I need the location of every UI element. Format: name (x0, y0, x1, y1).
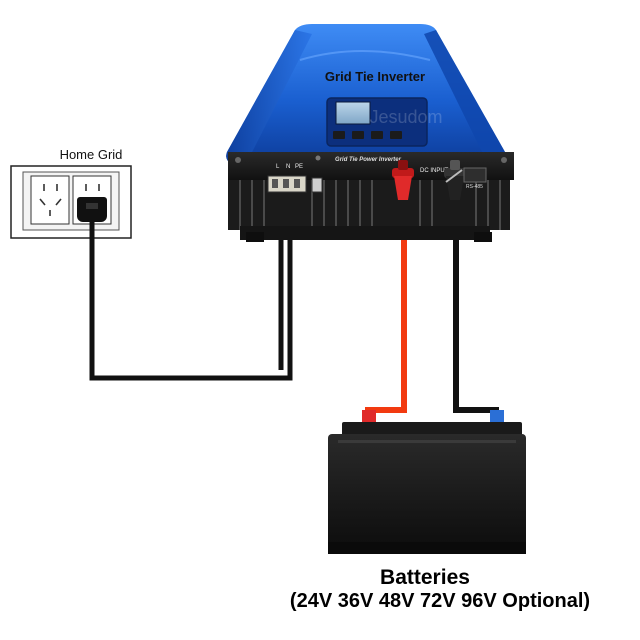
control-buttons (333, 131, 402, 139)
plug-grip (86, 203, 98, 209)
inverter-title: Grid Tie Inverter (324, 69, 426, 84)
home-grid-socket (10, 165, 132, 239)
panel-label: Grid Tie Power Inverter (335, 157, 402, 163)
terminal-labels: L N PE (276, 164, 303, 170)
outlet-left (30, 175, 70, 225)
comm-port-label: RS-485 (466, 184, 483, 190)
battery-lid (342, 422, 522, 436)
watermark: Jesudom (369, 107, 442, 127)
dc-positive-connector (392, 160, 414, 200)
battery-base (328, 542, 526, 554)
terminal-label-l: L (276, 164, 280, 170)
battery (328, 410, 526, 554)
housing-highlight (299, 50, 431, 61)
inverter-side-left (226, 30, 312, 164)
terminal-label-pe: PE (295, 164, 303, 170)
grid-tie-inverter: Grid Tie Power Inverter L N PE DC INPUT … (226, 24, 514, 242)
battery-body (328, 434, 526, 554)
lcd-display (335, 101, 371, 125)
screw-right (501, 157, 507, 163)
battery-negative-terminal (490, 410, 504, 424)
ground-lug (311, 177, 323, 193)
screw-left (235, 157, 241, 163)
comm-port (463, 167, 487, 183)
plug (77, 197, 107, 222)
battery-positive-terminal (362, 410, 376, 424)
ac-wire-a (89, 186, 293, 381)
terminal-label-n: N (286, 164, 290, 170)
home-grid-label: Home Grid (59, 147, 123, 162)
outlet-right-pins (85, 184, 100, 191)
dc-negative-connector (444, 160, 466, 200)
inverter-side-right (424, 30, 506, 164)
ac-terminal-block (267, 175, 307, 193)
battery-voltage-options: (24V 36V 48V 72V 96V Optional) (289, 590, 591, 612)
battery-title: Batteries (380, 566, 470, 589)
screw-mid (315, 155, 321, 161)
outlet-left-pins (39, 184, 62, 216)
battery-lid-edge (338, 440, 516, 443)
dc-input-label: DC INPUT (420, 168, 449, 174)
